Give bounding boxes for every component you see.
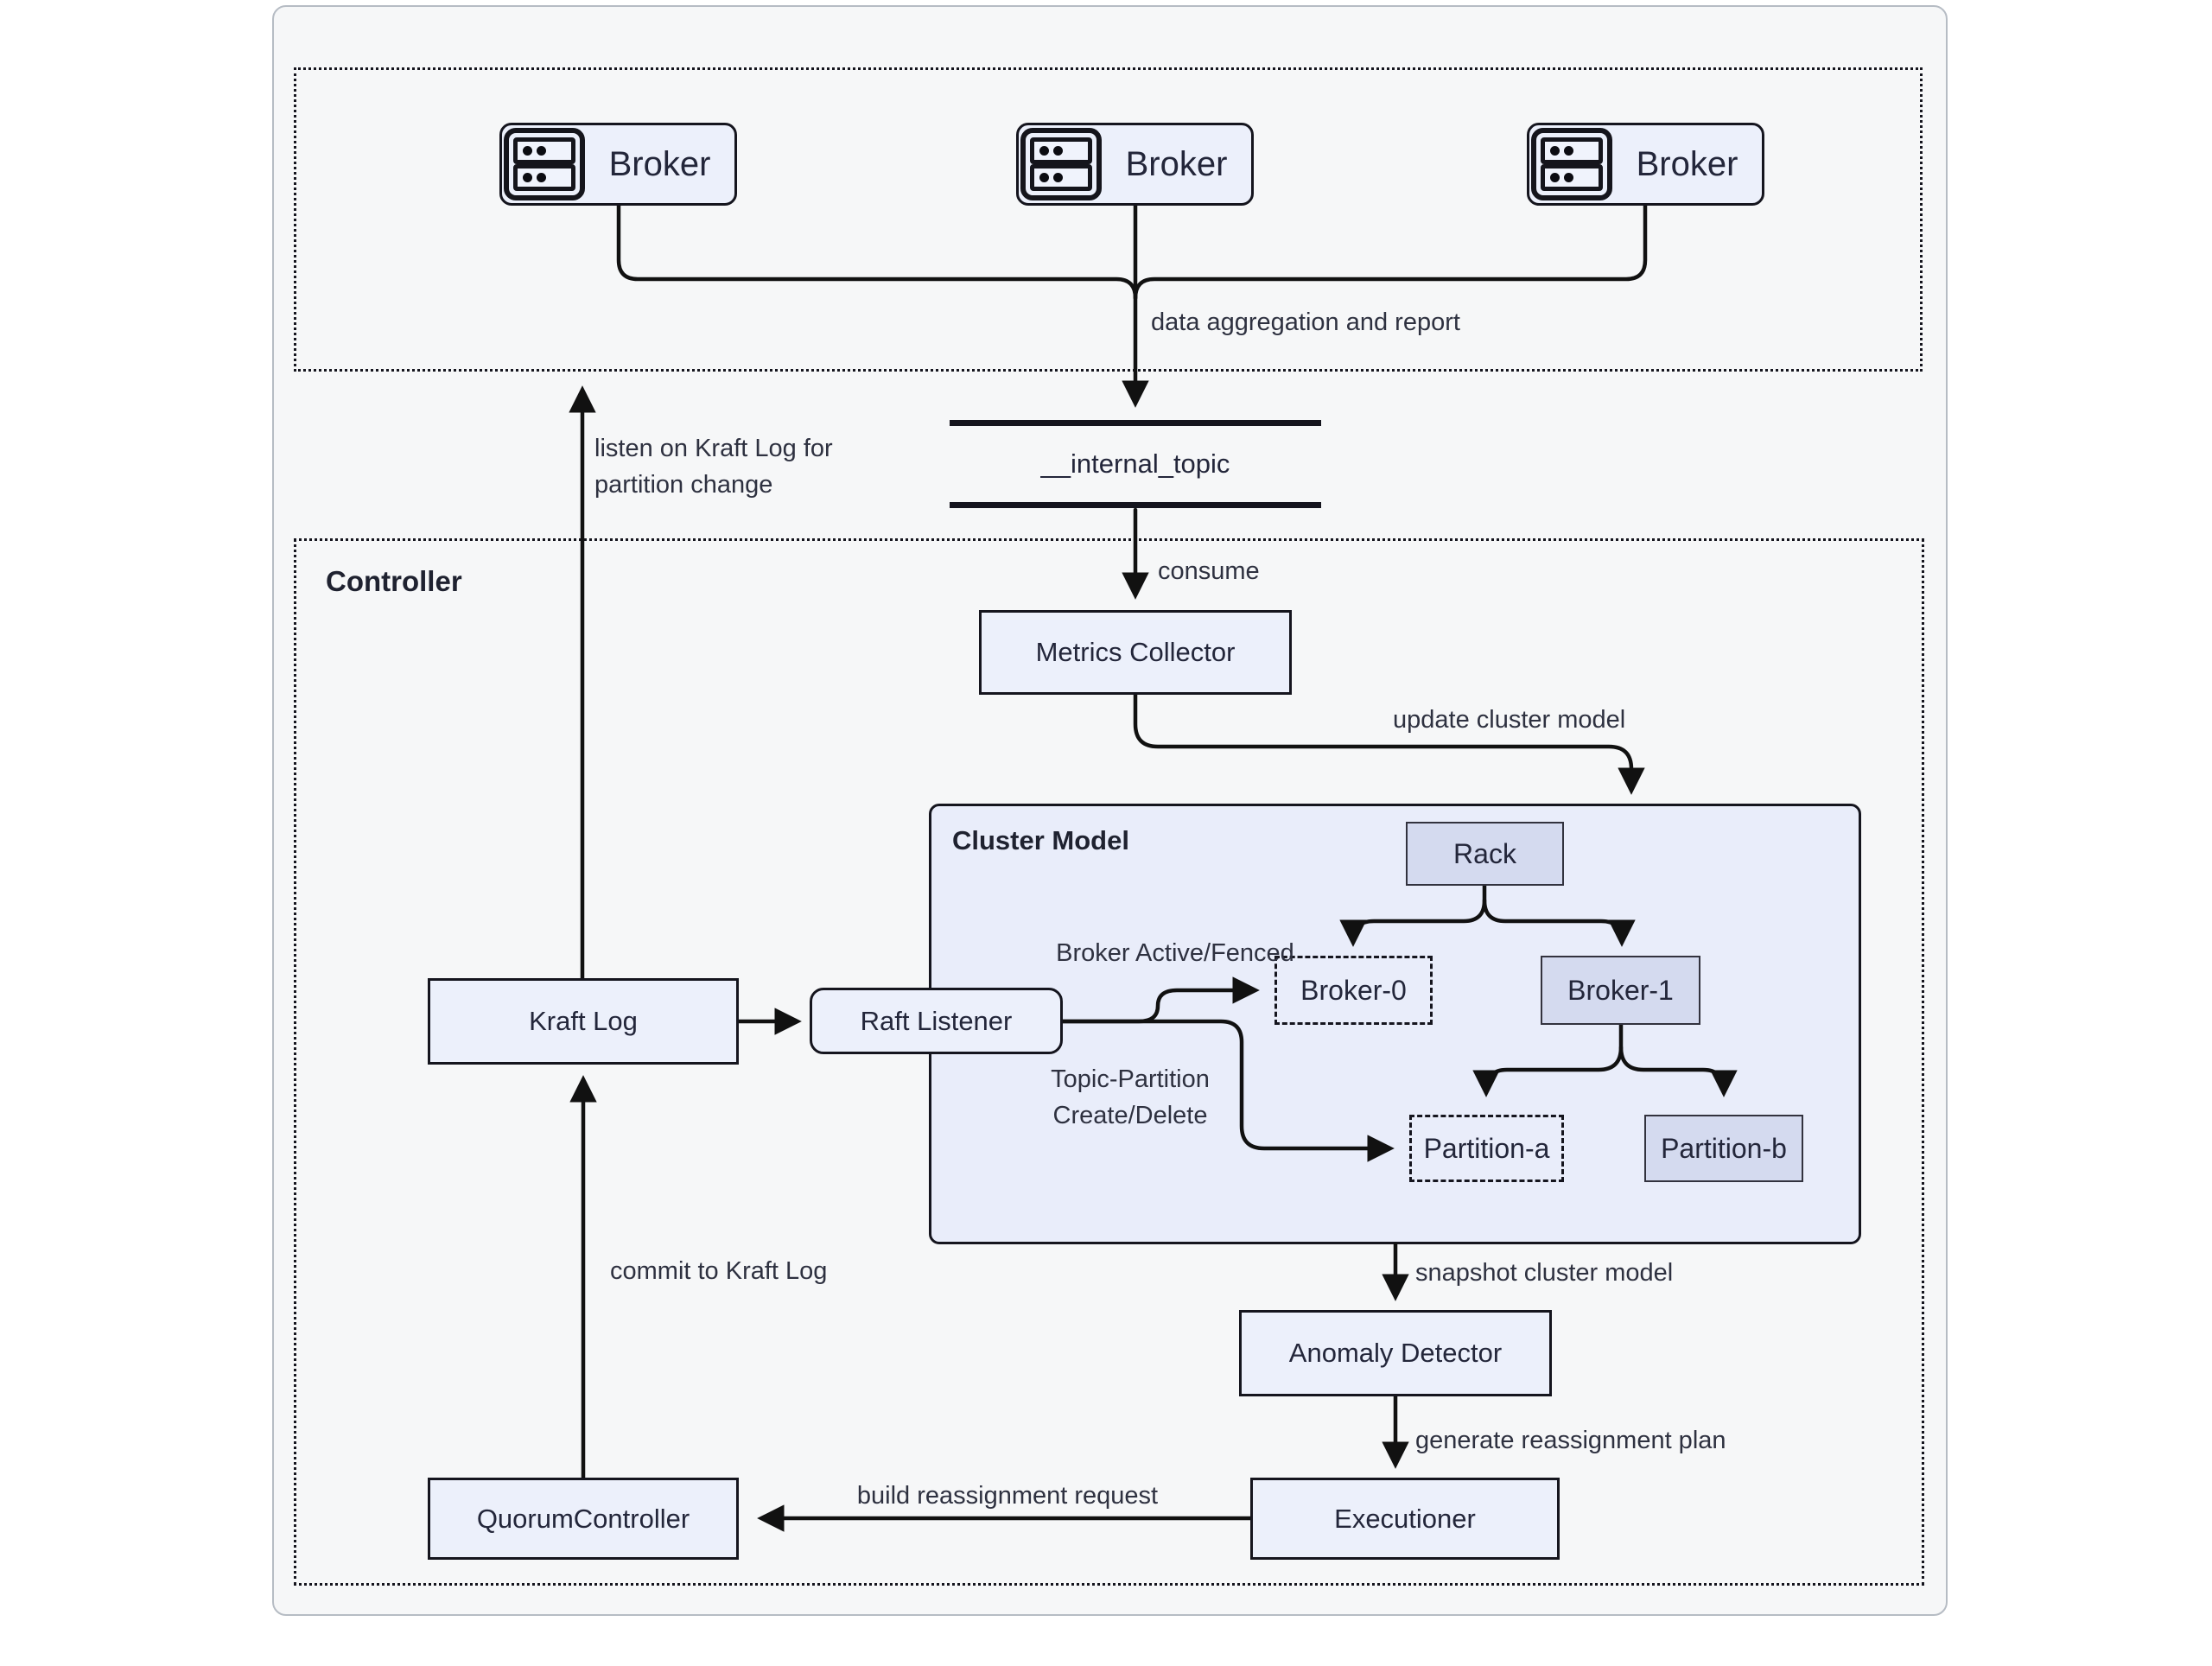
- edge-label-listen-line2: partition change: [594, 471, 773, 499]
- edge-label-consume: consume: [1158, 557, 1260, 585]
- partition-b-label: Partition-b: [1661, 1132, 1787, 1164]
- quorum-controller-label: QuorumController: [476, 1503, 690, 1534]
- kraft-log-label: Kraft Log: [529, 1006, 638, 1036]
- partition-a-node: Partition-a: [1409, 1115, 1564, 1182]
- anomaly-detector-node: Anomaly Detector: [1239, 1310, 1552, 1396]
- rack-node: Rack: [1406, 822, 1564, 886]
- metrics-collector-label: Metrics Collector: [1035, 637, 1236, 667]
- brokers-cluster-subgraph: [294, 67, 1923, 372]
- raft-listener-node: Raft Listener: [810, 988, 1063, 1054]
- internal-topic-node: __internal_topic: [950, 420, 1321, 508]
- server-rack-icon: [1020, 128, 1102, 200]
- raft-listener-label: Raft Listener: [860, 1005, 1013, 1036]
- executioner-label: Executioner: [1334, 1503, 1476, 1534]
- broker-node-3: Broker: [1527, 123, 1764, 206]
- cluster-model-title: Cluster Model: [952, 825, 1129, 855]
- broker0-label: Broker-0: [1300, 974, 1407, 1006]
- broker-node-1: Broker: [499, 123, 737, 206]
- rack-label: Rack: [1453, 837, 1516, 869]
- kraft-log-node: Kraft Log: [428, 978, 739, 1065]
- partition-b-node: Partition-b: [1644, 1115, 1803, 1182]
- edge-label-data-aggregation: data aggregation and report: [1151, 308, 1460, 336]
- broker-label: Broker: [1125, 144, 1228, 183]
- server-rack-icon: [1531, 128, 1612, 200]
- edge-label-snapshot: snapshot cluster model: [1415, 1259, 1674, 1287]
- broker-label: Broker: [1636, 144, 1738, 183]
- edge-label-listen-line1: listen on Kraft Log for: [594, 435, 833, 462]
- edge-label-topic-partition-line2: Create/Delete: [1052, 1102, 1208, 1130]
- edge-label-listen: listen on Kraft Log for partition change: [594, 430, 833, 503]
- executioner-node: Executioner: [1250, 1478, 1560, 1560]
- broker1-label: Broker-1: [1567, 974, 1674, 1006]
- metrics-collector-node: Metrics Collector: [979, 610, 1292, 695]
- server-rack-icon: [504, 128, 585, 200]
- broker-label: Broker: [608, 144, 711, 183]
- edge-label-build-request: build reassignment request: [856, 1482, 1159, 1510]
- edge-label-topic-partition-line1: Topic-Partition: [1051, 1065, 1210, 1093]
- internal-topic-label: __internal_topic: [1040, 448, 1230, 479]
- controller-title: Controller: [326, 565, 462, 597]
- broker1-node: Broker-1: [1541, 956, 1700, 1025]
- edge-label-commit: commit to Kraft Log: [610, 1257, 828, 1285]
- edge-label-broker-active-fenced: Broker Active/Fenced: [1056, 939, 1294, 967]
- broker0-node: Broker-0: [1274, 956, 1433, 1025]
- edge-label-generate-plan: generate reassignment plan: [1415, 1427, 1726, 1454]
- quorum-controller-node: QuorumController: [428, 1478, 739, 1560]
- partition-a-label: Partition-a: [1423, 1132, 1550, 1164]
- edge-label-topic-partition: Topic-Partition Create/Delete: [1051, 1061, 1210, 1134]
- edge-label-update-cluster-model: update cluster model: [1393, 706, 1626, 734]
- anomaly-detector-label: Anomaly Detector: [1288, 1338, 1503, 1368]
- broker-node-2: Broker: [1016, 123, 1254, 206]
